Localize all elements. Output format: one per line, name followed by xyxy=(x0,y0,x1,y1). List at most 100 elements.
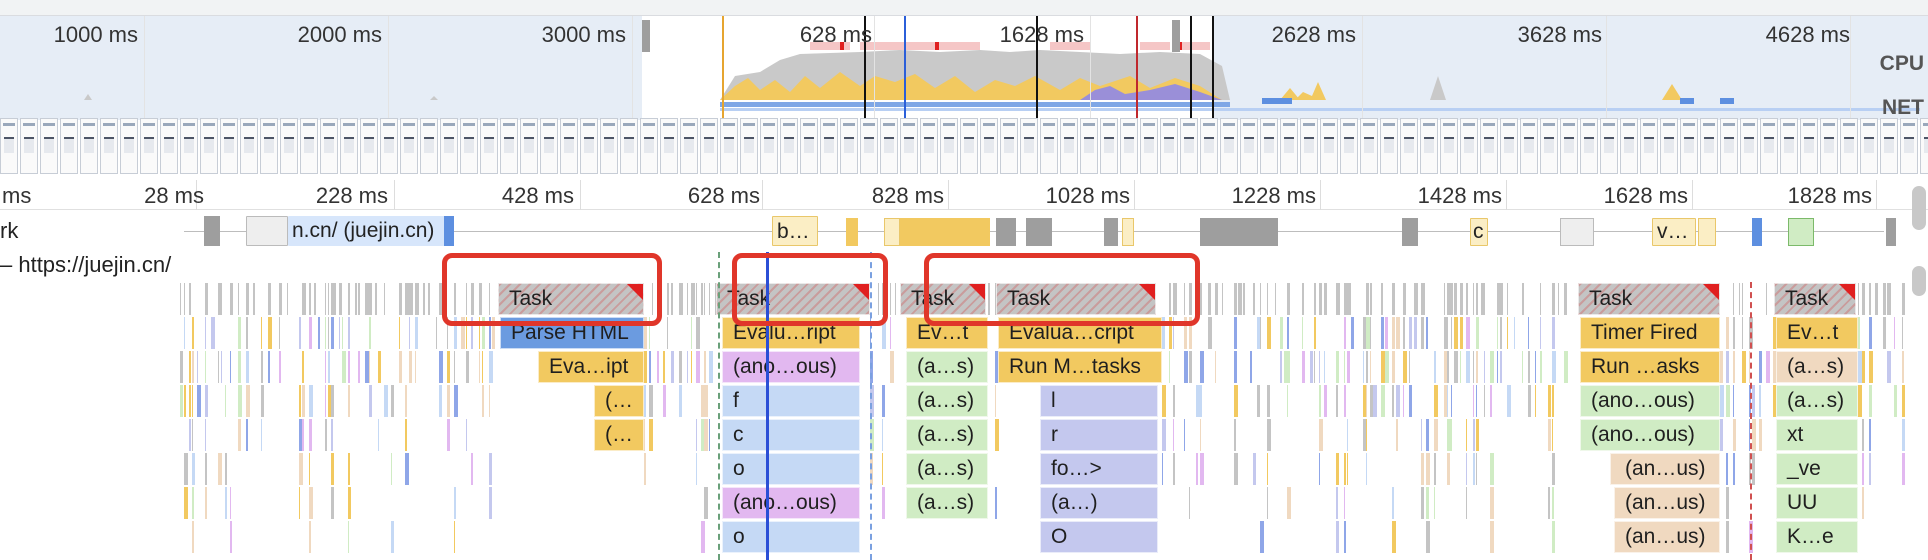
flame-sliver xyxy=(1267,317,1271,349)
flame-sliver xyxy=(1742,351,1746,383)
flame-sliver xyxy=(1858,283,1859,315)
flame-sliver xyxy=(1280,317,1283,349)
flame-sliver xyxy=(299,385,301,417)
flame-entry[interactable]: f xyxy=(722,385,860,417)
filmstrip-frame xyxy=(260,118,278,174)
flame-entry[interactable]: fo…> xyxy=(1040,453,1158,485)
flame-sliver xyxy=(679,385,682,417)
filmstrip-frame xyxy=(1500,118,1518,174)
task-label: Task xyxy=(727,287,771,310)
flame-sliver xyxy=(378,419,379,451)
flame-sliver xyxy=(348,521,349,553)
flame-sliver xyxy=(1200,385,1202,417)
filmstrip-frame xyxy=(1700,118,1718,174)
flame-entry[interactable]: (a…s) xyxy=(906,419,988,451)
flame-entry[interactable]: o xyxy=(722,521,860,553)
flame-sliver xyxy=(1752,385,1755,417)
flame-entry[interactable]: (a…s) xyxy=(906,487,988,519)
flame-sliver xyxy=(1366,317,1370,349)
flame-entry-timer-fired[interactable]: Timer Fired xyxy=(1580,317,1720,349)
flame-sliver xyxy=(331,317,334,349)
flame-entry-anonymous[interactable]: (an…us) xyxy=(1610,453,1720,485)
flame-sliver xyxy=(1733,283,1734,315)
flame-entry[interactable]: _ve xyxy=(1776,453,1858,485)
flame-sliver xyxy=(1363,385,1367,417)
flame-sliver xyxy=(1162,419,1166,451)
flame-entry[interactable]: l xyxy=(1040,385,1158,417)
flame-sliver xyxy=(1366,453,1367,485)
network-track[interactable]: rk n.cn/ (juejin.cn) b… c v… xyxy=(0,212,1928,250)
main-thread-header[interactable]: – https://juejin.cn/ xyxy=(0,250,1928,280)
flame-sliver xyxy=(1314,351,1315,383)
flame-sliver xyxy=(391,385,394,417)
flame-entry[interactable]: o xyxy=(722,453,860,485)
flame-sliver xyxy=(882,453,883,485)
flame-entry[interactable]: (… xyxy=(594,419,644,451)
flame-sliver xyxy=(1742,283,1743,315)
flame-entry[interactable]: (a…s) xyxy=(1776,351,1858,383)
filmstrip-frame xyxy=(1060,118,1078,174)
flame-sliver xyxy=(409,317,410,349)
flame-entry-anonymous[interactable]: (ano…ous) xyxy=(722,487,860,519)
flame-sliver xyxy=(1319,385,1321,417)
network-request-v[interactable]: v… xyxy=(1652,218,1696,246)
flame-sliver xyxy=(657,351,659,383)
flame-sliver xyxy=(261,419,262,451)
flame-sliver xyxy=(988,283,990,315)
flame-entry[interactable]: c xyxy=(722,419,860,451)
flame-sliver xyxy=(890,283,891,315)
flame-entry-run-microtasks[interactable]: Run M…tasks xyxy=(998,351,1162,383)
task-bar[interactable]: Task xyxy=(1774,283,1856,315)
network-request-b[interactable]: b… xyxy=(772,216,818,246)
flame-entry[interactable]: (a…s) xyxy=(906,453,988,485)
flame-entry[interactable]: (a…s) xyxy=(906,385,988,417)
vertical-scrollbar-thumb[interactable] xyxy=(1912,266,1926,296)
flame-sliver xyxy=(415,317,418,349)
vertical-scrollbar-thumb[interactable] xyxy=(1912,186,1926,230)
flame-sliver xyxy=(1267,283,1268,315)
screenshot-filmstrip[interactable] xyxy=(0,118,1928,178)
flame-sliver xyxy=(299,317,301,349)
flame-entry[interactable]: (a…s) xyxy=(1776,385,1858,417)
flame-entry[interactable]: (… xyxy=(594,385,644,417)
flame-entry[interactable]: xt xyxy=(1776,419,1858,451)
flame-sliver xyxy=(709,351,713,383)
flame-sliver xyxy=(365,351,369,383)
flame-sliver xyxy=(1287,487,1291,519)
flame-entry-run-microtasks[interactable]: Run …asks xyxy=(1580,351,1720,383)
flame-sliver xyxy=(1392,317,1395,349)
flame-sliver xyxy=(1460,283,1463,315)
flame-sliver xyxy=(671,351,674,383)
flame-entry-evaluate-script[interactable]: Eva…ipt xyxy=(538,351,644,383)
flame-entry-anonymous[interactable]: (an…us) xyxy=(1614,487,1720,519)
network-request-juejin[interactable]: n.cn/ (juejin.cn) xyxy=(288,216,454,246)
task-bar[interactable]: Task xyxy=(498,283,644,315)
filmstrip-frame xyxy=(1120,118,1138,174)
flame-sliver xyxy=(1434,487,1435,519)
filmstrip-frame xyxy=(1920,118,1928,174)
task-bar[interactable]: Task xyxy=(996,283,1156,315)
flame-entry[interactable]: K…e xyxy=(1776,521,1858,553)
task-bar[interactable]: Task xyxy=(1578,283,1720,315)
flame-entry[interactable]: O xyxy=(1040,521,1158,553)
flame-sliver xyxy=(895,283,896,315)
flame-entry-anonymous[interactable]: (ano…ous) xyxy=(1580,419,1720,451)
network-request-c[interactable]: c xyxy=(1470,218,1488,246)
top-toolbar-strip xyxy=(0,0,1928,16)
flame-sliver xyxy=(1347,419,1348,451)
flame-entry-anonymous[interactable]: (ano…ous) xyxy=(722,351,860,383)
flame-sliver xyxy=(1454,351,1458,383)
task-bar[interactable]: Task xyxy=(900,283,986,315)
flame-sliver xyxy=(1733,317,1735,349)
flame-entry-anonymous[interactable]: (ano…ous) xyxy=(1580,385,1720,417)
flame-entry-anonymous[interactable]: (an…us) xyxy=(1614,521,1720,553)
filmstrip-frame xyxy=(820,118,838,174)
flame-entry[interactable]: UU xyxy=(1776,487,1858,519)
flame-entry[interactable]: (a…) xyxy=(1040,487,1158,519)
task-bar[interactable]: Task xyxy=(716,283,870,315)
flame-entry[interactable]: (a…s) xyxy=(906,351,988,383)
flame-sliver xyxy=(649,385,653,417)
flame-entry-evaluate-script[interactable]: Ev…t xyxy=(1776,317,1858,349)
flame-entry[interactable]: r xyxy=(1040,419,1158,451)
timeline-overview[interactable]: 1000 ms 2000 ms 3000 ms 628 ms 1628 ms 2… xyxy=(0,16,1928,120)
